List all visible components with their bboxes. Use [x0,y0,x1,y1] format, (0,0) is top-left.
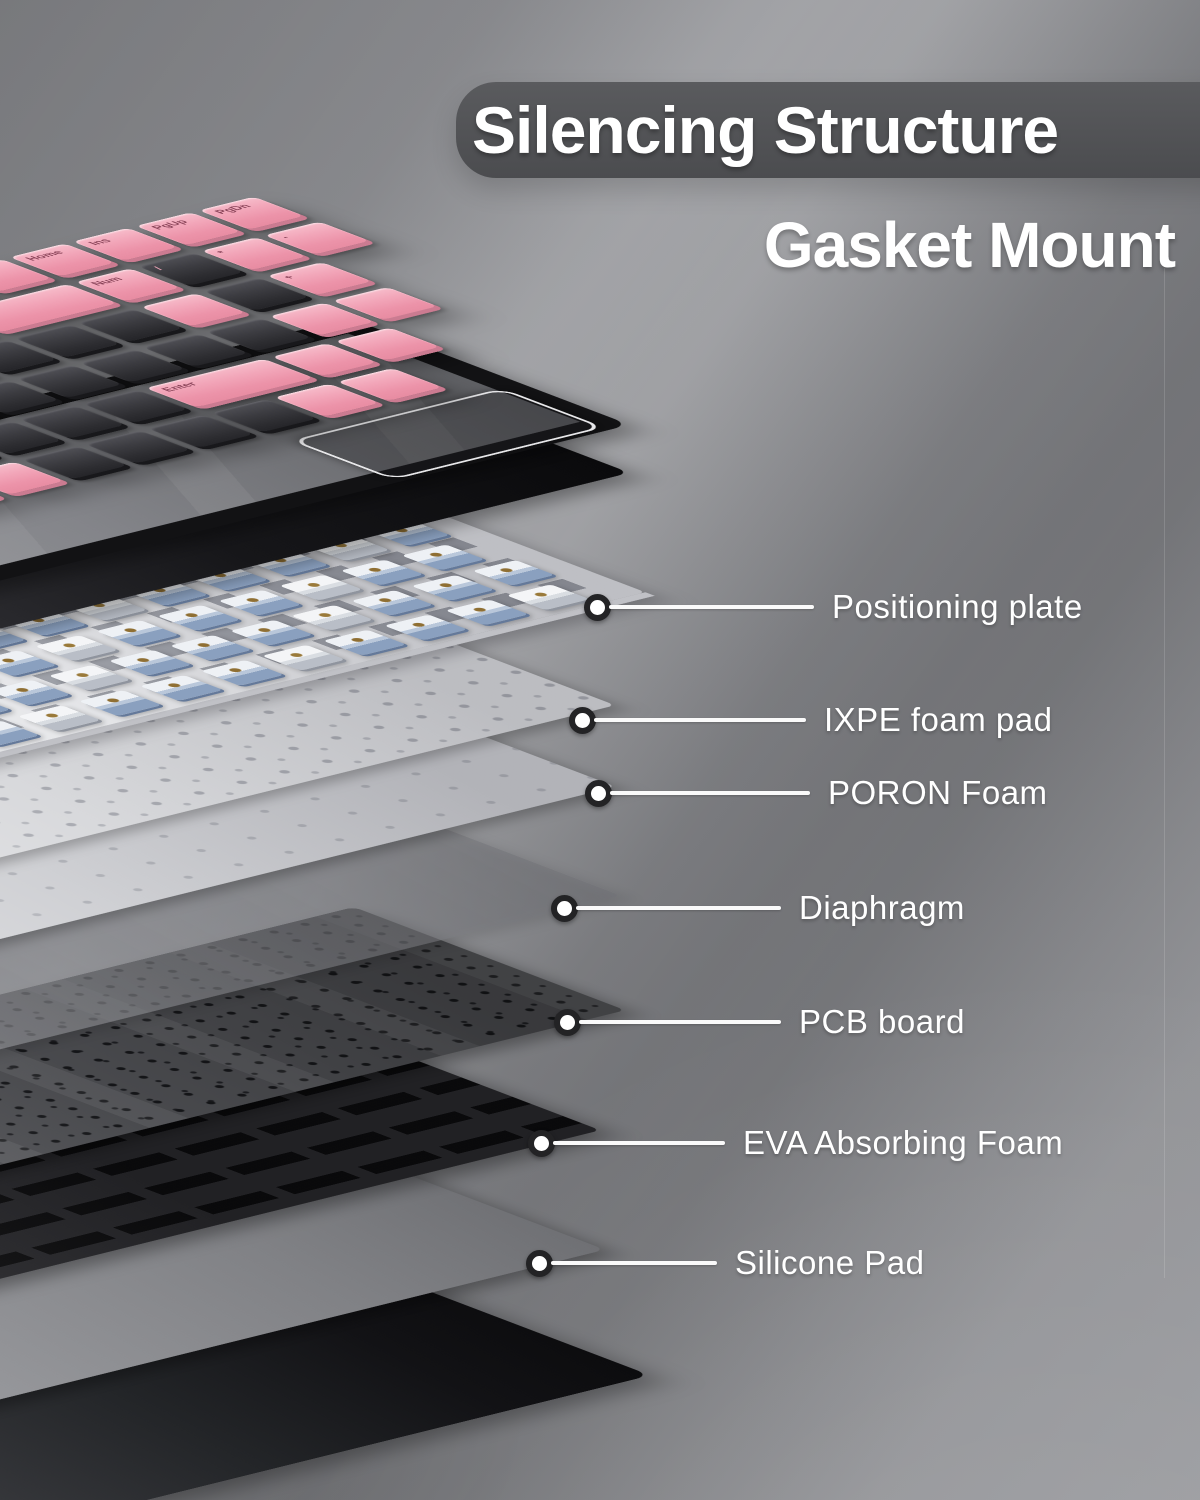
switch [0,624,27,651]
layer-label-row: IXPE foam pad [569,700,1052,740]
layer-marker-dot [526,1249,553,1277]
switch [261,644,346,671]
switch [278,574,363,601]
layer-label: Diaphragm [799,889,965,926]
leader-line [609,605,814,609]
layer-label: PCB board [799,1003,965,1040]
layer-label-row: Silicone Pad [526,1243,924,1283]
switch [350,589,434,616]
layer-label: IXPE foam pad [824,701,1053,738]
switch [444,599,529,626]
switch [200,659,285,686]
keycap-legend: + [278,274,299,281]
keycap-legend: PgDn [210,202,255,216]
layer-marker-dot [554,1008,581,1036]
switch [34,635,119,662]
keycap-legend: PgUp [147,218,192,231]
switch [401,544,486,571]
layer-label-row: Diaphragm [551,888,965,928]
leader-line [594,718,806,722]
layer-label: Silicone Pad [735,1244,925,1281]
title-banner: Silencing Structure [456,82,1200,178]
leader-line [579,1020,781,1024]
keycap-legend: Ins [84,237,115,247]
switch [0,679,71,706]
switch [217,589,302,616]
layer-label-row: EVA Absorbing Foam [528,1123,1063,1163]
layer-marker-dot [585,779,612,807]
keycap-legend: - [276,234,294,241]
switch [0,720,40,747]
layer-label-row: PORON Foam [585,773,1048,813]
switch [505,584,590,611]
leader-line [576,906,781,910]
layer-marker-dot [584,593,611,621]
switch [322,629,407,656]
switch [411,574,495,601]
leader-line [553,1141,725,1145]
switch [340,559,424,586]
leader-line [551,1261,717,1265]
switch [290,604,374,631]
keycap-legend: Enter [157,380,201,393]
switch [0,650,58,677]
subtitle: Gasket Mount [763,209,1176,281]
layer-marker-dot [551,894,578,922]
layer-label: PORON Foam [828,774,1048,811]
switch [156,604,241,631]
switch [95,619,180,646]
switch [229,619,313,646]
keycap-legend: Back [0,306,3,319]
switch [169,634,253,661]
keycap-legend: / [150,265,167,272]
keycap-legend: * [213,249,232,256]
keycap-legend: Num [87,275,127,287]
leader-line [610,791,810,795]
switch [48,664,132,691]
switch [383,614,468,641]
switch [78,690,163,717]
page-title: Silencing Structure [472,93,1059,167]
background-vertical-line [1164,268,1165,1278]
layer-label-row: Positioning plate [584,587,1083,627]
layer-label: Positioning plate [832,588,1083,625]
keycap-legend: Home [21,249,68,263]
switch [108,649,192,676]
layer-label-row: PCB board [554,1002,965,1042]
layer-marker-dot [569,706,596,734]
layer-marker-dot [528,1129,555,1157]
switch [17,705,102,732]
layer-label: EVA Absorbing Foam [743,1124,1064,1161]
switch [139,674,224,701]
